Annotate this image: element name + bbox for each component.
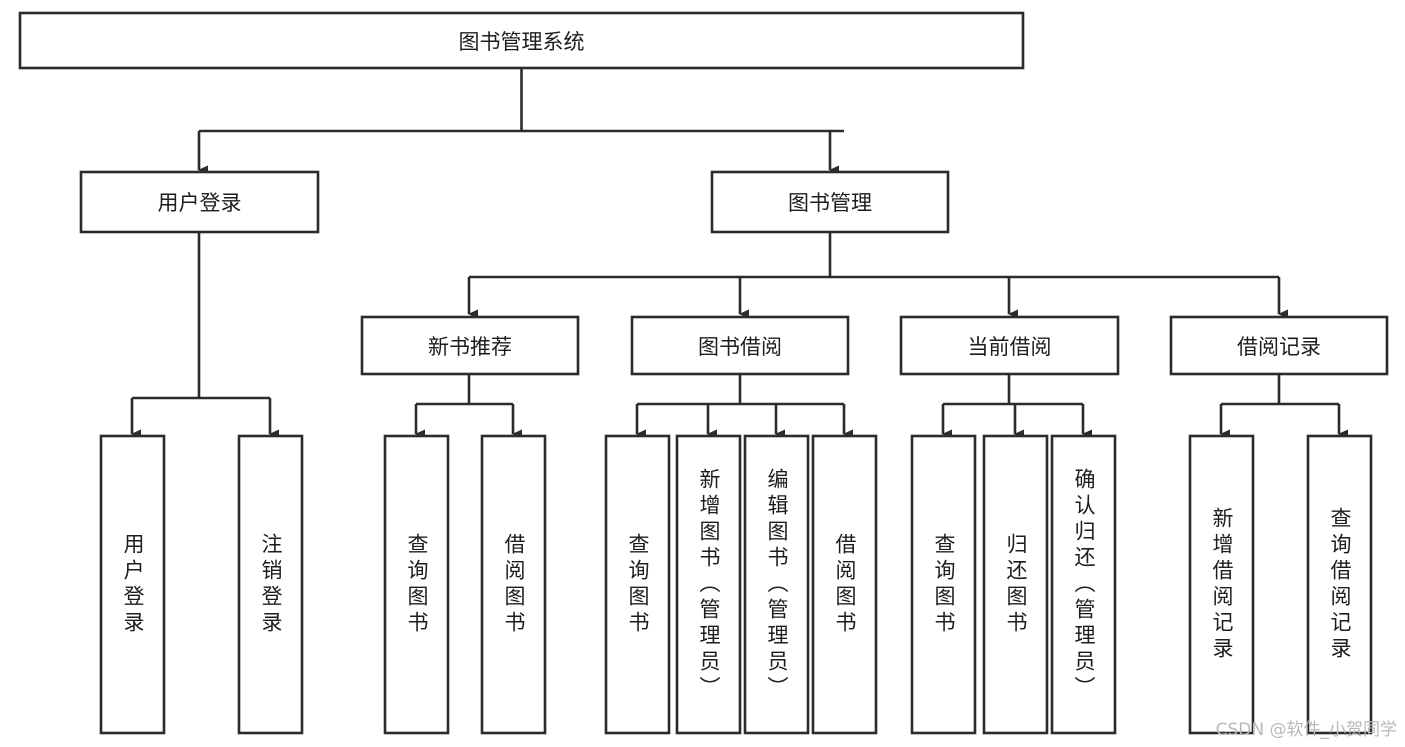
node-box-leaf-query-book-cur[interactable] [910,434,977,735]
node-box-leaf-query-book-rec[interactable] [383,434,450,735]
node-box-leaf-add-book[interactable] [675,434,742,735]
node-box-leaf-query-record[interactable] [1306,434,1373,735]
node-box-leaf-query-book-borrow[interactable] [604,434,671,735]
node-box-leaf-add-record[interactable] [1188,434,1255,735]
node-box-book-manage[interactable] [710,170,950,234]
node-box-user-login[interactable] [79,170,320,234]
connector-layer [130,68,1348,439]
node-box-new-book-recommend[interactable] [360,315,580,376]
node-box-layer [18,11,1389,735]
node-box-root[interactable] [18,11,1025,70]
node-box-leaf-user-login[interactable] [99,434,166,735]
node-box-leaf-return-book[interactable] [982,434,1049,735]
node-box-current-borrow[interactable] [899,315,1120,376]
node-box-leaf-logout[interactable] [237,434,304,735]
node-box-borrow-record[interactable] [1169,315,1389,376]
node-box-leaf-borrow-book[interactable] [811,434,878,735]
node-box-book-borrow[interactable] [630,315,850,376]
node-box-leaf-edit-book[interactable] [743,434,810,735]
node-box-leaf-confirm-return[interactable] [1050,434,1117,735]
node-box-leaf-borrow-book-rec[interactable] [480,434,547,735]
